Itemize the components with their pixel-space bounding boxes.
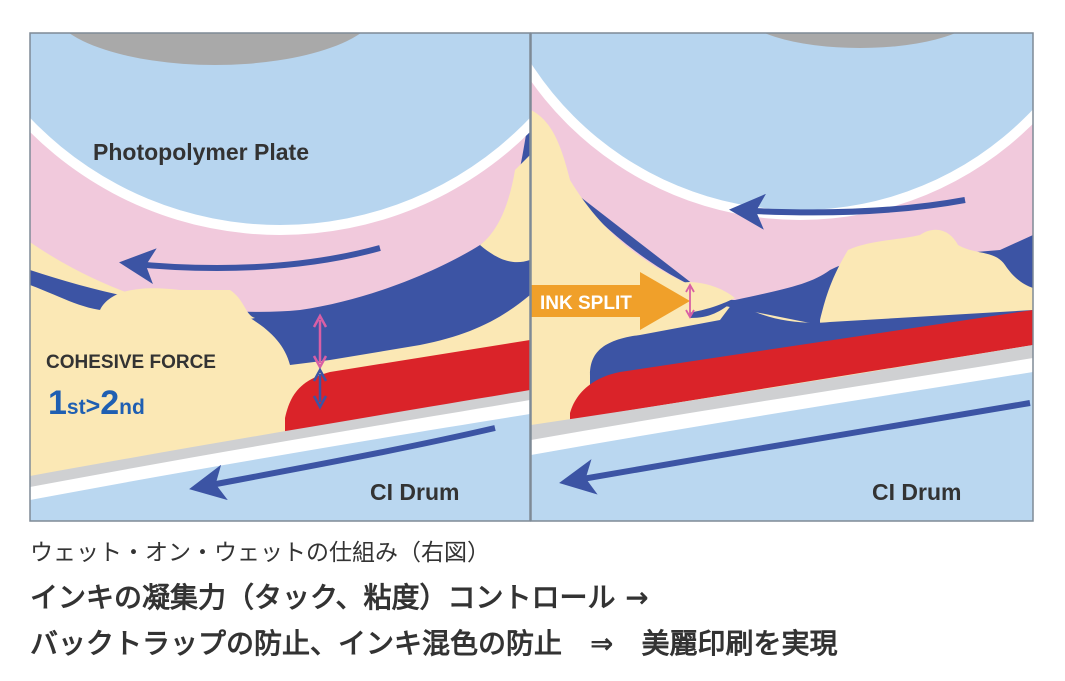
cohesive-ratio: 1st>2nd: [48, 384, 145, 422]
caption-line-3: バックトラップの防止、インキ混色の防止 ⇒ 美麗印刷を実現: [30, 627, 838, 660]
ink-split-arrow: [531, 272, 690, 330]
drum-rotation-arrow: [189, 425, 496, 501]
ci-drum: [30, 414, 530, 521]
right-panel-border: [530, 32, 1034, 522]
first-ink-yellow-right: [820, 229, 1033, 330]
plate-core: [69, 33, 361, 65]
photopolymer-plate-right: [531, 33, 1033, 210]
red-ink: [285, 340, 530, 432]
drum-label-right: CI Drum: [872, 479, 961, 505]
cohesive-force-label: COHESIVE FORCE: [46, 352, 216, 373]
drum-label-left: CI Drum: [370, 479, 459, 505]
left-panel-border: [29, 32, 531, 522]
plate-rotation-arrow-right: [729, 193, 966, 230]
left-panel: Photopolymer Plate COHESIVE FORCE 1st>2n…: [30, 33, 530, 521]
plate-label: Photopolymer Plate: [93, 139, 309, 165]
ink-split-label: INK SPLIT: [540, 293, 632, 314]
plate-rotation-arrow: [119, 245, 381, 285]
caption-line-2: インキの凝集力（タック、粘度）コントロール →: [30, 581, 649, 614]
red-ink-right: [570, 310, 1033, 420]
right-panel: INK SPLIT CI Drum: [531, 33, 1033, 521]
second-ink-blue: [30, 110, 530, 365]
drum-rotation-arrow-right: [559, 400, 1031, 495]
caption-line-1: ウェット・オン・ウェットの仕組み（右図）: [30, 540, 490, 566]
cohesive-force-arrows: [312, 313, 328, 410]
photopolymer-plate: [30, 33, 530, 225]
first-ink-yellow: [30, 288, 255, 326]
plate-core-right: [764, 33, 956, 48]
wet-on-wet-diagram: Photopolymer Plate COHESIVE FORCE 1st>2n…: [29, 32, 1034, 522]
split-force-marker: [685, 283, 695, 319]
